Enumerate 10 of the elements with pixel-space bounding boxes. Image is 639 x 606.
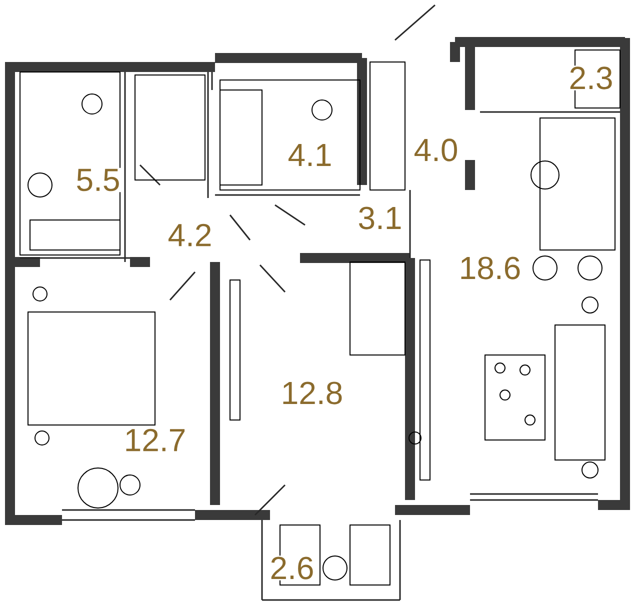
area-label: 12.8 [280, 380, 344, 406]
area-label: 4.2 [166, 222, 214, 248]
area-label: 12.7 [122, 428, 188, 452]
area-label: 3.1 [356, 206, 404, 230]
area-label: 2.3 [568, 66, 614, 90]
area-label: 18.6 [458, 256, 522, 280]
area-label: 5.5 [74, 168, 122, 192]
area-label: 2.6 [268, 556, 316, 580]
area-label: 4.0 [412, 138, 460, 162]
area-label: 4.1 [286, 143, 334, 168]
